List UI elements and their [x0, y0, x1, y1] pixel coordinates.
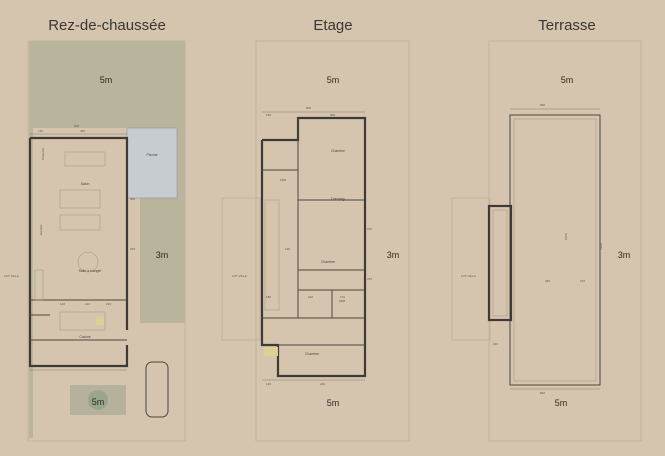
ground-outer-wall	[28, 138, 129, 368]
terrace-lot-label: LOT VILLA	[461, 274, 476, 278]
ground-room-bedroom: Chambre	[41, 147, 45, 160]
ground-dim-1: 140	[38, 129, 43, 133]
ground-left-strip-2	[29, 360, 33, 438]
terrace-neighbor-outline	[451, 197, 491, 341]
ground-room-salon: Salon	[81, 182, 90, 186]
ground-side-setback-label: 3m	[156, 250, 169, 260]
ground-front-setback-label: 5m	[100, 75, 113, 85]
etage-room-dressing: Dressing	[331, 197, 344, 201]
etage-dim-9: 170	[340, 295, 345, 299]
etage-stairs	[264, 199, 280, 311]
etage-dim-8: 220	[308, 295, 313, 299]
ground-front-setback	[29, 41, 185, 128]
table	[59, 189, 101, 209]
terrace-dim-7: 220	[493, 342, 498, 346]
etage-stair-highlight	[264, 347, 278, 356]
etage-dim-2: 150	[266, 113, 271, 117]
etage-side-setback-label: 3m	[387, 250, 400, 260]
terrace-rear-setback-label: 5m	[555, 398, 568, 408]
etage-front-setback-label: 5m	[327, 75, 340, 85]
pool-label: Piscine	[147, 153, 158, 157]
ground-room-kitchen: Cuisine	[79, 335, 90, 339]
terrace-dim-6: 270	[580, 279, 585, 283]
ground-dim-8: 210	[106, 302, 111, 306]
etage-dim-6: 370	[367, 277, 372, 281]
ground-dim-4: 500	[130, 197, 135, 201]
etage-dim-11: 220	[320, 382, 325, 386]
ground-dim-5: 370	[130, 247, 135, 251]
etage-room-chambre-1: Chambre	[331, 149, 345, 153]
ground-dim-3: 400	[80, 129, 85, 133]
etage-lot-label: LOT VILLA	[232, 274, 247, 278]
terrace-dim-1: 900	[540, 103, 545, 107]
terrace-dim-4: 1960	[599, 243, 603, 250]
ground-floor-plan: Piscine 140 900 400 500 370 140 210 210 …	[4, 40, 186, 442]
sink	[96, 317, 104, 325]
dining-table	[77, 251, 99, 273]
terrace-dim-5: 430	[545, 279, 550, 283]
terrace-title: Terrasse	[538, 17, 596, 34]
first-floor-title: Etage	[313, 17, 352, 34]
terrace-stairs	[492, 209, 508, 317]
etage-dim-5: 370	[367, 227, 372, 231]
etage-outer-wall	[260, 116, 367, 378]
terrace-roof-outline	[509, 114, 601, 386]
ground-pool	[126, 127, 178, 199]
etage-dim-4: 130	[285, 247, 290, 251]
ground-dim-7: 210	[85, 302, 90, 306]
etage-dim-7: 180	[266, 295, 271, 299]
ground-rear-setback-label: 5m	[92, 397, 105, 407]
etage-lot-outline	[255, 40, 410, 442]
car-icon	[145, 361, 169, 418]
terrace-side-setback-label: 3m	[618, 250, 631, 260]
kitchen-island	[59, 311, 106, 331]
etage-dim-1: 800	[306, 106, 311, 110]
ground-tree	[88, 390, 108, 410]
etage-rear-setback-label: 5m	[327, 398, 340, 408]
ground-dim-6: 140	[60, 302, 65, 306]
terrace-stair-cage	[487, 204, 513, 322]
etage-room-chambre-2: Chambre	[321, 260, 335, 264]
terrace-plan: 900 860 1360 1960 430 270 220 5m 3m 5m L…	[451, 40, 642, 442]
etage-room-sdb-2: SDB	[339, 299, 345, 303]
etage-dim-10: 130	[266, 382, 271, 386]
etage-room-sdb: SDB	[280, 178, 286, 182]
ground-floor-title: Rez-de-chaussée	[48, 17, 166, 34]
ground-outer-wall-top	[30, 136, 129, 330]
first-floor-plan: 800 150 300 130 370 370 180 220 170 130 …	[221, 40, 410, 442]
terrace-front-setback-label: 5m	[561, 75, 574, 85]
ground-room-dining: Salle à manger	[79, 269, 103, 273]
etage-dim-3: 300	[330, 113, 335, 117]
terrace-dim-2: 860	[540, 391, 545, 395]
ground-lot-label: LOT VILLA	[4, 274, 19, 278]
ground-dim-2: 900	[74, 124, 79, 128]
sofa-2	[59, 214, 101, 231]
sofa	[64, 151, 106, 167]
kitchen-counter	[34, 269, 44, 301]
etage-neighbor-outline	[221, 197, 261, 341]
ground-room-stairs: Escalier	[39, 224, 43, 235]
terrace-roof-inner	[513, 118, 597, 382]
etage-room-chambre-3: Chambre	[305, 352, 319, 356]
terrace-dim-3: 1360	[564, 233, 568, 240]
